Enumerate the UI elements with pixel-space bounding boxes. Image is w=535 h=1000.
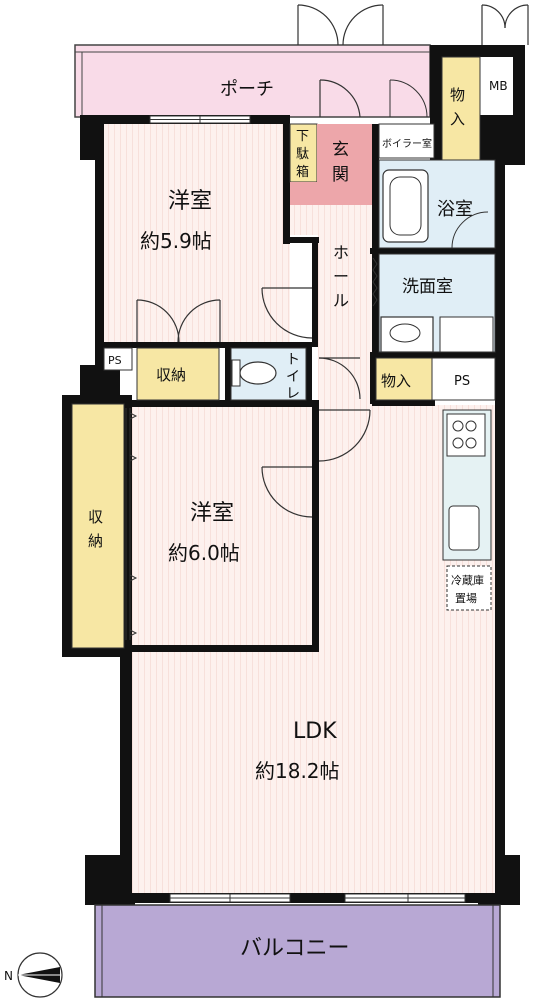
hall-floor: [318, 205, 373, 405]
closet-1: [136, 347, 220, 401]
mb-label: MB: [489, 79, 508, 93]
window-bottom: [169, 893, 466, 903]
porch-label: ポーチ: [220, 79, 274, 100]
bathroom-label: 浴室: [437, 199, 473, 220]
ps-2: [431, 357, 496, 401]
compass-north-label: N: [4, 969, 13, 983]
closet-2-sliders: [125, 408, 138, 640]
boiler-room-label: ボイラー室: [382, 137, 432, 150]
toilet-tank: [231, 359, 241, 387]
boiler-door: [389, 79, 428, 118]
curtain-zigzag: [372, 257, 378, 307]
closet-1-doors: [136, 299, 221, 343]
bath-door: [451, 211, 489, 249]
hall-label: ホール: [333, 243, 349, 310]
western-room-2-floor: [132, 405, 318, 647]
western-room-1-size: 約5.9帖: [140, 229, 212, 253]
toilet-bowl: [239, 361, 277, 385]
toilet-door: [318, 357, 361, 400]
ldk-label: LDK: [293, 719, 337, 744]
toilet-label: トイレ: [286, 352, 300, 402]
storage-top-label: 物入: [450, 86, 465, 128]
room-1-door: [261, 287, 313, 339]
window-top: [149, 115, 251, 124]
porch-area: [74, 44, 431, 118]
storage-mid: [375, 357, 433, 401]
entrance-label: 玄関: [332, 140, 349, 185]
room-2-door: [261, 409, 371, 518]
washing-machine-space: [439, 316, 494, 353]
storage-top: [441, 56, 481, 161]
compass-icon: [17, 952, 63, 998]
shoe-box-label: 下駄箱: [296, 129, 309, 180]
closet-2-label: 収納: [88, 508, 103, 550]
storage-mid-label: 物入: [381, 372, 411, 390]
balcony-area: [94, 904, 501, 998]
western-room-2-label: 洋室: [190, 501, 234, 526]
meter-box: [482, 57, 513, 115]
kitchen-sink: [448, 505, 480, 551]
western-room-1-label: 洋室: [168, 189, 212, 214]
wash-basin: [380, 316, 434, 353]
interior-walls: [104, 124, 495, 660]
hall-upper-floor: [290, 205, 325, 235]
balcony-label: バルコニー: [240, 936, 350, 961]
closet-1-label: 収納: [156, 366, 186, 384]
western-room-2-size: 約6.0帖: [168, 541, 240, 565]
porch-door-swing: [297, 4, 529, 46]
entrance-area: [317, 124, 372, 205]
entrance-door: [319, 79, 361, 118]
ps-1-label: PS: [108, 354, 122, 367]
ps-1: [103, 347, 133, 371]
stove: [446, 413, 486, 457]
western-room-1-floor: [104, 124, 290, 342]
bathtub: [382, 169, 429, 243]
ps-2-label: PS: [454, 374, 470, 389]
ldk-size: 約18.2帖: [255, 759, 340, 783]
closet-2: [71, 403, 125, 649]
fridge-space: [446, 565, 492, 611]
fridge-label: 冷蔵庫置場: [451, 573, 484, 605]
boiler-room: [378, 123, 435, 159]
washroom-label: 洗面室: [402, 277, 453, 297]
